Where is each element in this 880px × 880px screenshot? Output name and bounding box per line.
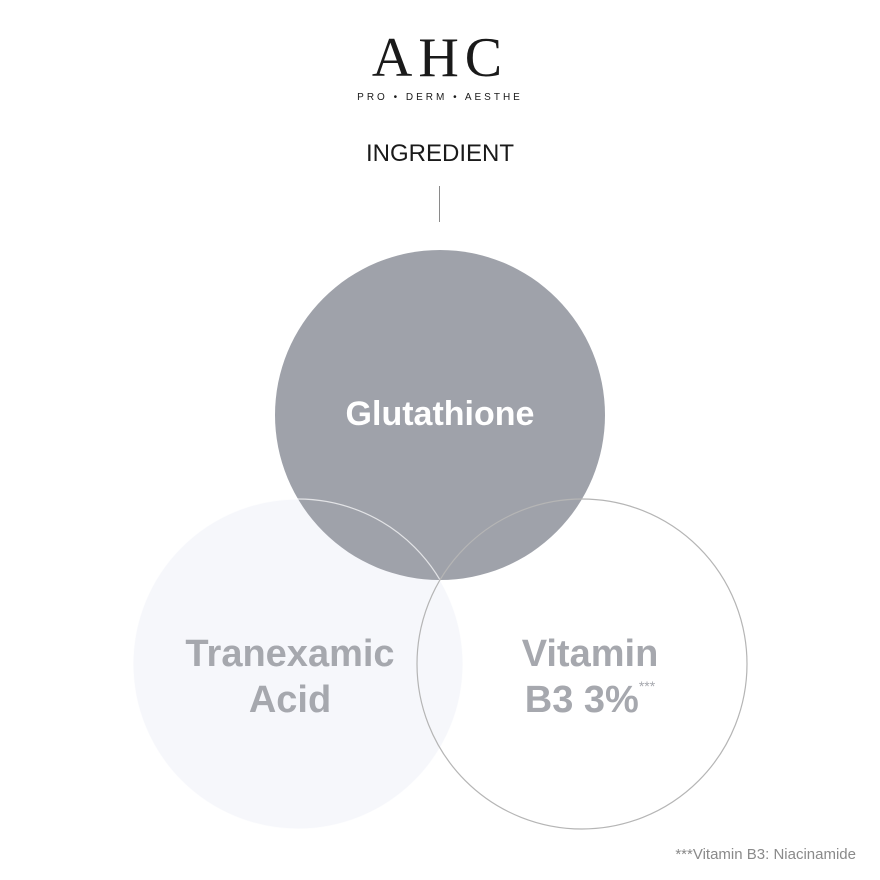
- venn-label-left-line1: Tranexamic: [185, 633, 395, 675]
- venn-circle-right: [416, 498, 748, 830]
- venn-label-right-line1: Vitamin: [521, 633, 659, 675]
- logo-tagline: PRO • DERM • AESTHE: [357, 92, 523, 103]
- venn-circle-left: [133, 499, 463, 829]
- footnote: ***Vitamin B3: Niacinamide: [675, 846, 856, 863]
- venn-label-vitamin-b3: Vitamin B3 3%***: [460, 632, 720, 723]
- logo-wordmark: AHC: [371, 27, 509, 89]
- venn-label-left-line2: Acid: [248, 678, 332, 721]
- venn-circle-left-outline: [132, 498, 464, 830]
- connector-line: [439, 186, 440, 222]
- footnote-marker: ***: [638, 677, 656, 694]
- venn-circle-top: [275, 250, 605, 580]
- venn-label-glutathione: Glutathione: [345, 395, 535, 433]
- venn-label-tranexamic-acid: Tranexamic Acid: [150, 632, 430, 723]
- section-heading: INGREDIENT: [365, 140, 514, 167]
- brand-logo: AHC PRO • DERM • AESTHE: [0, 30, 880, 103]
- venn-label-right-line2: B3 3%: [524, 678, 639, 721]
- venn-label-right-line2-wrap: B3 3%***: [460, 678, 720, 724]
